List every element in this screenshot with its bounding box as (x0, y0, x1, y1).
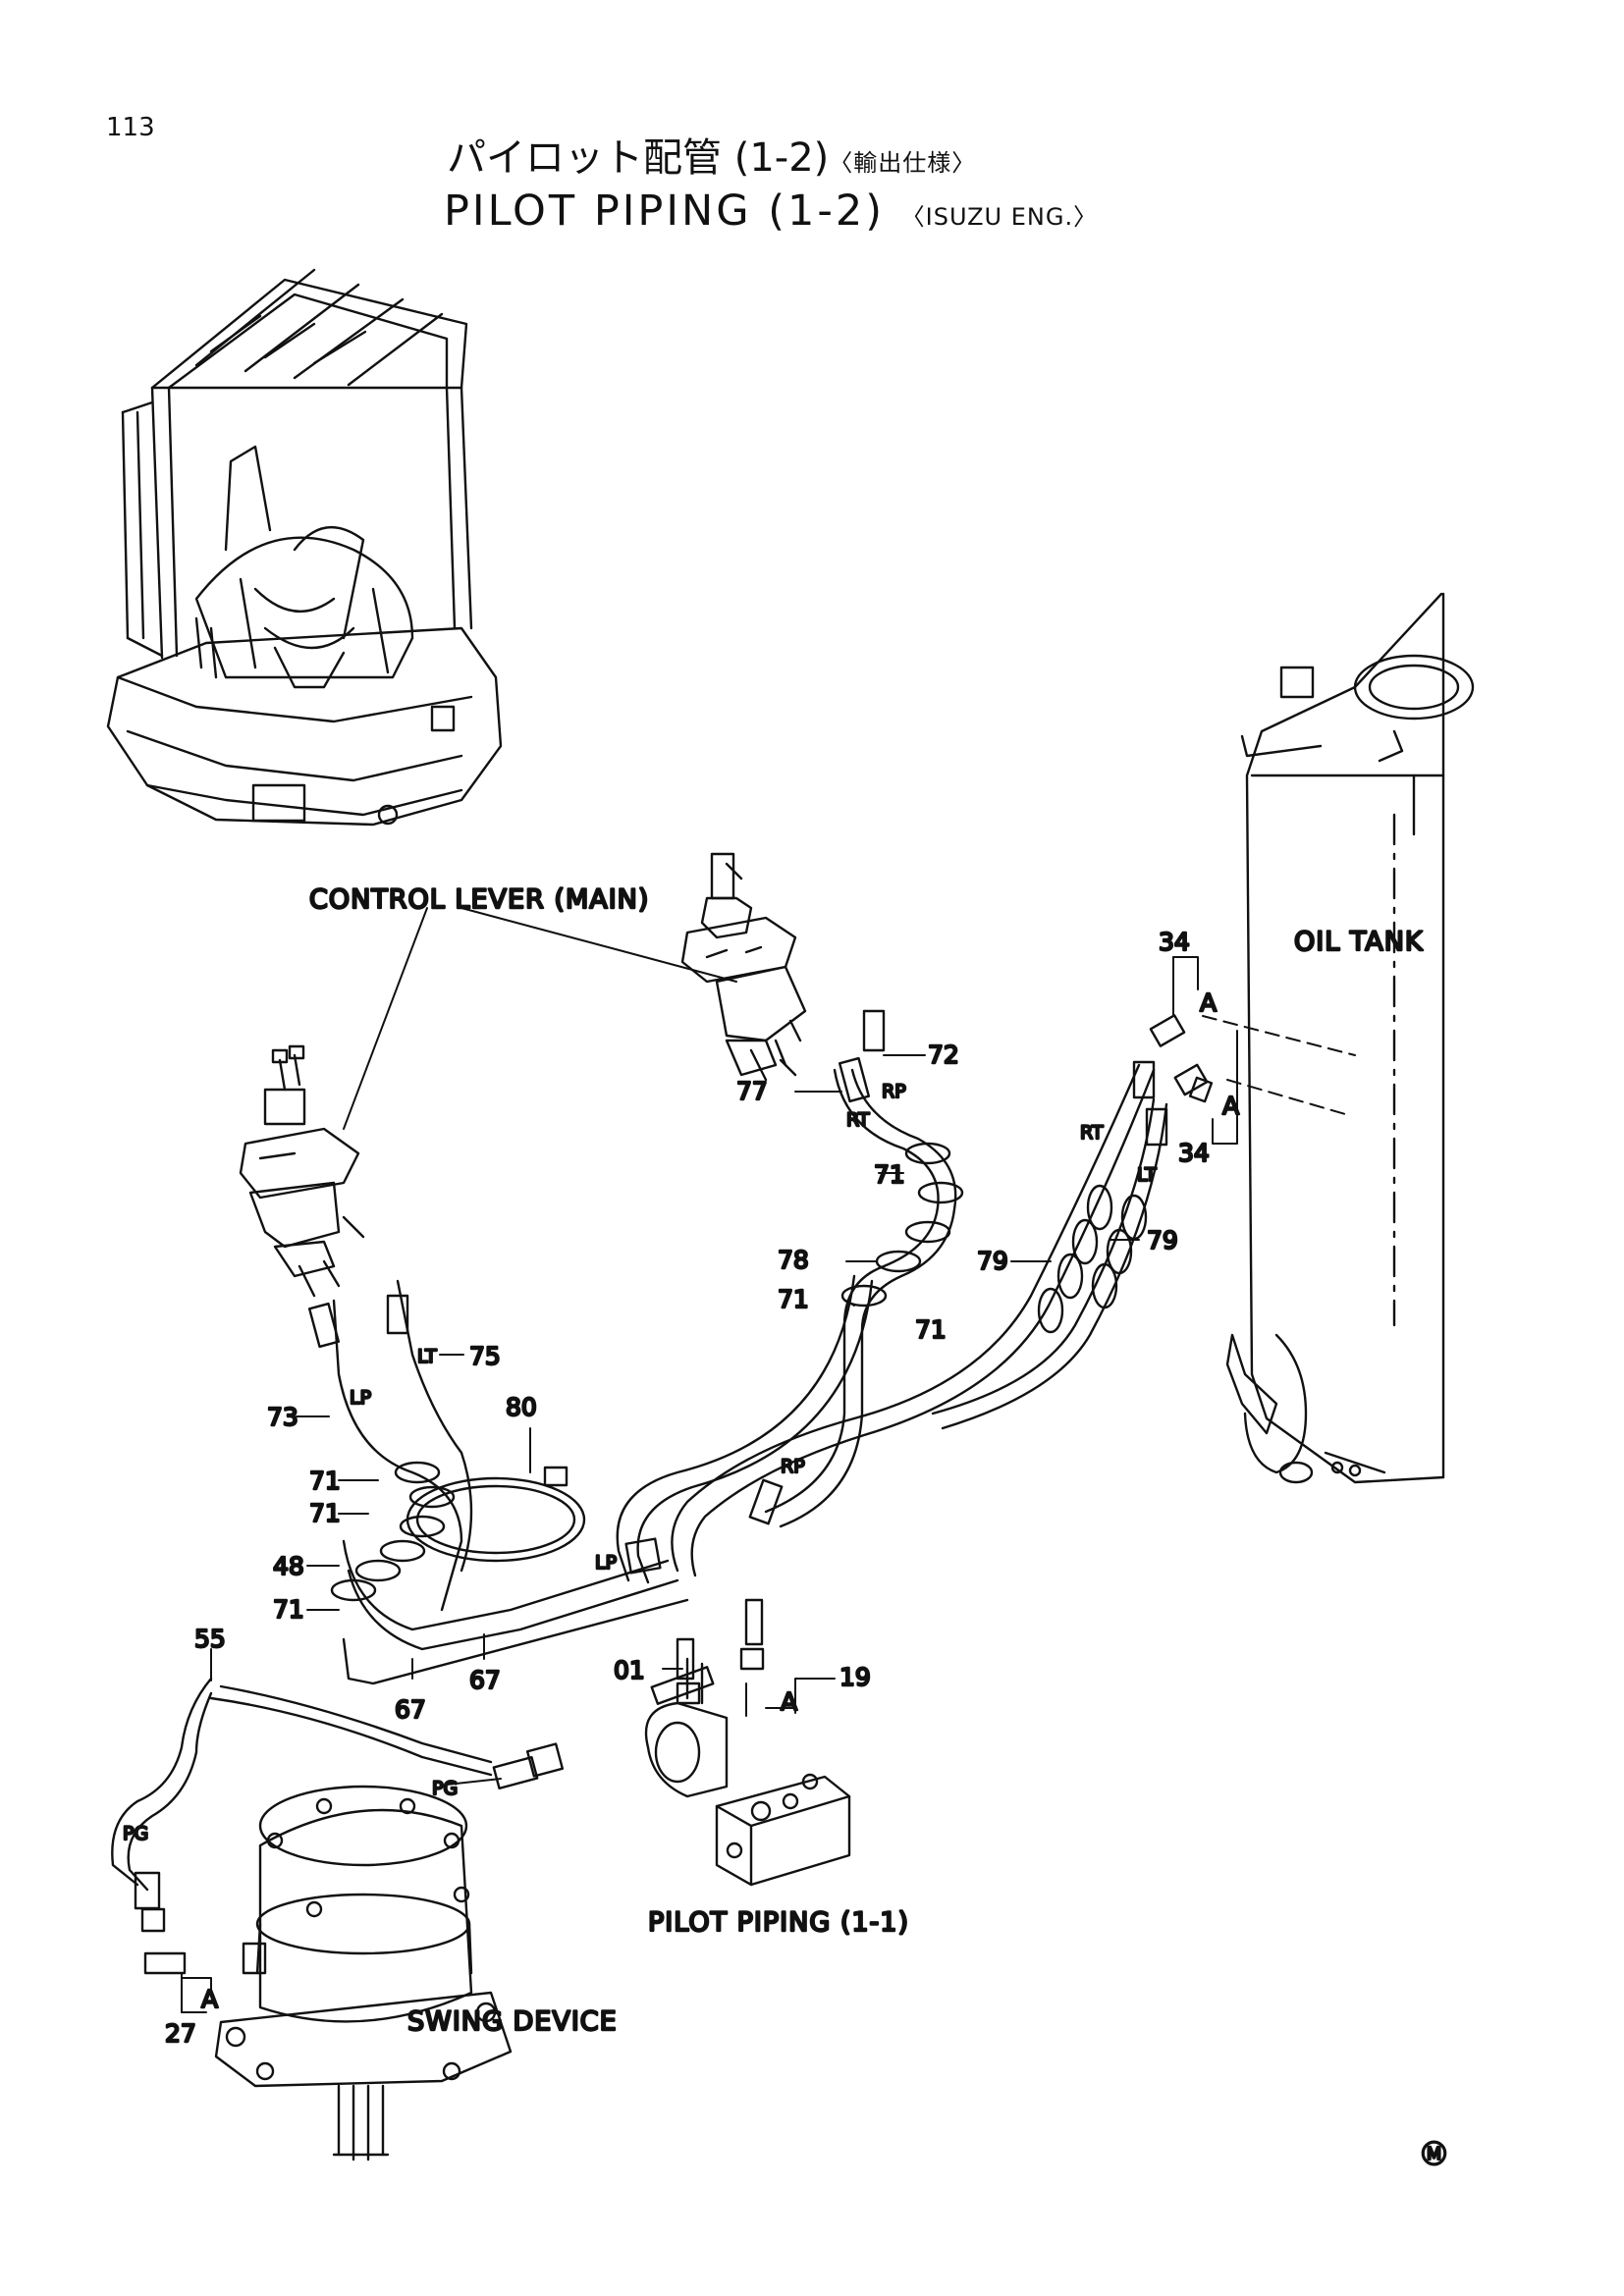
part-number-labels: 34 34 72 77 71 78 71 71 79 79 75 73 80 7… (164, 927, 1211, 2049)
part-number-67: 67 (469, 1666, 501, 1694)
hose-code-rp: RP (882, 1081, 906, 1102)
hose-code-pg: PG (432, 1778, 458, 1799)
part-number-71: 71 (915, 1315, 947, 1344)
part-number-71: 71 (874, 1160, 905, 1189)
hose-code-labels: RP RT RT LT LT LP RP LP PG PG (122, 1080, 1158, 1845)
hose-code-lp: LP (350, 1387, 371, 1409)
swing-device-label: SWING DEVICE (407, 2006, 618, 2037)
part-number-75: 75 (469, 1342, 501, 1370)
part-number-55: 55 (194, 1625, 226, 1653)
hose-code-rt: RT (1080, 1122, 1104, 1144)
part-number-67: 67 (395, 1695, 426, 1724)
oil-tank-drawing (1225, 592, 1475, 1484)
hose-code-rp: RP (781, 1456, 805, 1477)
part-number-78: 78 (778, 1246, 809, 1274)
callout-a: A (1200, 988, 1217, 1017)
pilot-valve-block-drawing (644, 1657, 851, 1887)
hose-code-lt: LT (417, 1346, 437, 1367)
callout-a: A (1222, 1092, 1239, 1120)
title-japanese-note: 〈輸出仕様〉 (829, 149, 977, 177)
swing-device-drawing (214, 1785, 513, 2162)
hose-guards (330, 1142, 1148, 1602)
right-control-lever-drawing (680, 852, 807, 1082)
part-number-77: 77 (736, 1077, 768, 1105)
excavator-overview-drawing (106, 268, 503, 827)
part-number-34: 34 (1178, 1139, 1210, 1167)
part-number-73: 73 (267, 1403, 298, 1431)
callout-labels: A A A A (200, 988, 1241, 2014)
part-number-01: 01 (614, 1656, 645, 1684)
title-japanese-main: パイロット配管 (1-2) (447, 135, 830, 181)
part-number-79: 79 (1147, 1226, 1178, 1255)
fittings (134, 1009, 1214, 1975)
callout-a: A (781, 1687, 797, 1716)
left-control-lever-drawing (239, 1044, 365, 1298)
part-number-34: 34 (1159, 928, 1190, 956)
title-english-main: PILOT PIPING (1-2) (444, 187, 885, 236)
oil-tank-label: OIL TANK (1294, 927, 1424, 957)
hose-code-pg: PG (123, 1823, 148, 1844)
part-number-71: 71 (778, 1285, 809, 1313)
hose-code-lp: LP (595, 1552, 617, 1574)
leader-lines (181, 907, 1356, 2013)
part-number-72: 72 (928, 1041, 959, 1069)
pilot-hoses (111, 1063, 1168, 1892)
title-english-note: 〈ISUZU ENG.〉 (900, 203, 1099, 231)
part-number-80: 80 (506, 1393, 537, 1421)
control-lever-label: CONTROL LEVER (MAIN) (309, 884, 649, 915)
manufacturer-mark: Ⓜ (1422, 2140, 1446, 2168)
part-number-27: 27 (165, 2019, 196, 2048)
clamp-band-drawing (406, 1466, 586, 1563)
callout-a: A (201, 1985, 218, 2013)
pilot-piping-reference-label: PILOT PIPING (1-1) (648, 1907, 909, 1938)
part-number-71: 71 (273, 1595, 304, 1624)
part-number-19: 19 (839, 1663, 871, 1691)
hose-code-lt: LT (1137, 1164, 1157, 1186)
part-number-71: 71 (309, 1499, 341, 1527)
title-japanese: パイロット配管 (1-2)〈輸出仕様〉 (447, 126, 976, 183)
hose-code-rt: RT (846, 1109, 870, 1131)
part-number-48: 48 (273, 1552, 304, 1580)
part-number-79: 79 (977, 1247, 1008, 1275)
title-english: PILOT PIPING (1-2) 〈ISUZU ENG.〉 (444, 187, 1098, 236)
part-number-71: 71 (309, 1467, 341, 1495)
page-number: 113 (106, 113, 155, 142)
